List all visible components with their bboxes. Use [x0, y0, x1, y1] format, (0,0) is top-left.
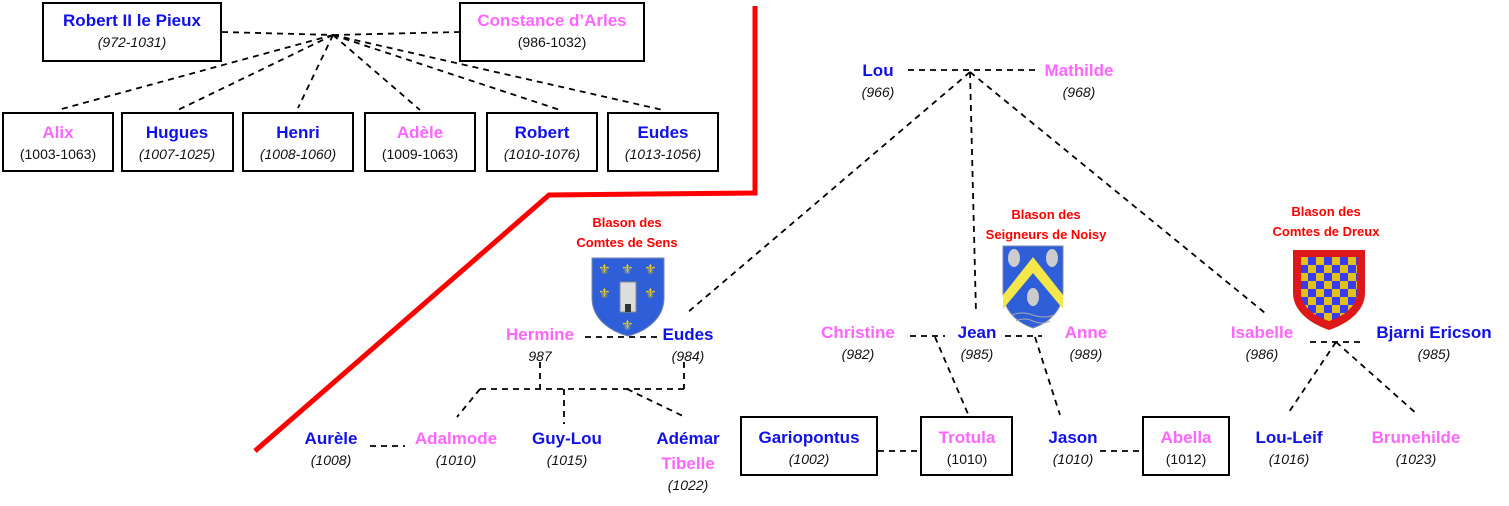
person-adalmode: Adalmode(1010) [414, 429, 498, 468]
person-box [1142, 416, 1230, 476]
child-line [626, 388, 686, 418]
svg-text:⚜: ⚜ [644, 262, 657, 278]
person-lou-leif: Lou-Leif(1016) [1255, 428, 1323, 467]
child-robert: Robert(1010-1076) [503, 123, 581, 162]
child-line [1034, 336, 1061, 416]
svg-text:⚜: ⚜ [621, 262, 634, 278]
person-jean: Jean(985) [957, 323, 997, 362]
person-trotula: Trotula(1010) [938, 428, 996, 467]
coat-of-arms-noisy-icon [1002, 245, 1064, 329]
person-brunehilde: Brunehilde(1023) [1371, 428, 1461, 467]
marriage-line [221, 31, 334, 36]
coat-of-arms-sens-icon: ⚜ ⚜ ⚜ ⚜ ⚜ ⚜ [591, 257, 665, 337]
child-alix: Alix(1003-1063) [19, 123, 97, 162]
person-gariopontus: Gariopontus(1002) [758, 428, 860, 467]
person-robert-ii: Robert II le Pieux(972-1031) [63, 11, 201, 50]
coat-of-arms-dreux-icon [1293, 250, 1365, 330]
child-line [332, 34, 421, 111]
child-line [969, 71, 1266, 314]
person-constance: Constance d’Arles(986-1032) [477, 11, 627, 50]
svg-text:⚜: ⚜ [644, 286, 657, 302]
person-box [121, 112, 234, 172]
person-guy-lou: Guy-Lou(1015) [532, 429, 602, 468]
person-anne: Anne(989) [1064, 323, 1108, 362]
child-line [456, 388, 481, 418]
child-eudes: Eudes(1013-1056) [624, 123, 702, 162]
person-box-constance [459, 2, 645, 62]
person-bjarni-ericson: Bjarni Ericson(985) [1376, 323, 1492, 362]
person-christine: Christine(982) [821, 323, 895, 362]
child-line [57, 34, 334, 111]
marriage-line [332, 31, 460, 36]
person-abella: Abella(1012) [1160, 428, 1212, 467]
child-henri: Henri(1008-1060) [259, 123, 337, 162]
person-box [2, 112, 114, 172]
person-box [740, 416, 878, 476]
child-line [177, 34, 334, 111]
svg-text:⚜: ⚜ [598, 286, 611, 302]
person-box [920, 416, 1013, 476]
person-aurele: Aurèle(1008) [304, 429, 358, 468]
person-box [607, 112, 719, 172]
svg-text:⚜: ⚜ [621, 318, 634, 334]
person-box [486, 112, 598, 172]
svg-text:⚜: ⚜ [598, 262, 611, 278]
child-line [332, 34, 664, 111]
child-line [686, 71, 971, 314]
child-line [297, 34, 334, 109]
child-hugues: Hugues(1007-1025) [138, 123, 216, 162]
person-box-robert-ii [42, 2, 222, 62]
person-eudes: Eudes(984) [662, 325, 714, 364]
child-line [934, 336, 969, 415]
separator-line [253, 6, 758, 453]
child-line [1335, 341, 1419, 416]
child-line [332, 34, 561, 111]
person-box [364, 112, 476, 172]
person-mathilde: Mathilde(968) [1044, 61, 1114, 100]
person-isabelle: Isabelle(986) [1230, 323, 1294, 362]
person-box [242, 112, 354, 172]
child-adele: Adèle(1009-1063) [381, 123, 459, 162]
person-lou: Lou(966) [861, 61, 895, 100]
person-jason: Jason(1010) [1048, 428, 1098, 467]
child-line [1286, 341, 1337, 416]
child-line [969, 71, 977, 314]
